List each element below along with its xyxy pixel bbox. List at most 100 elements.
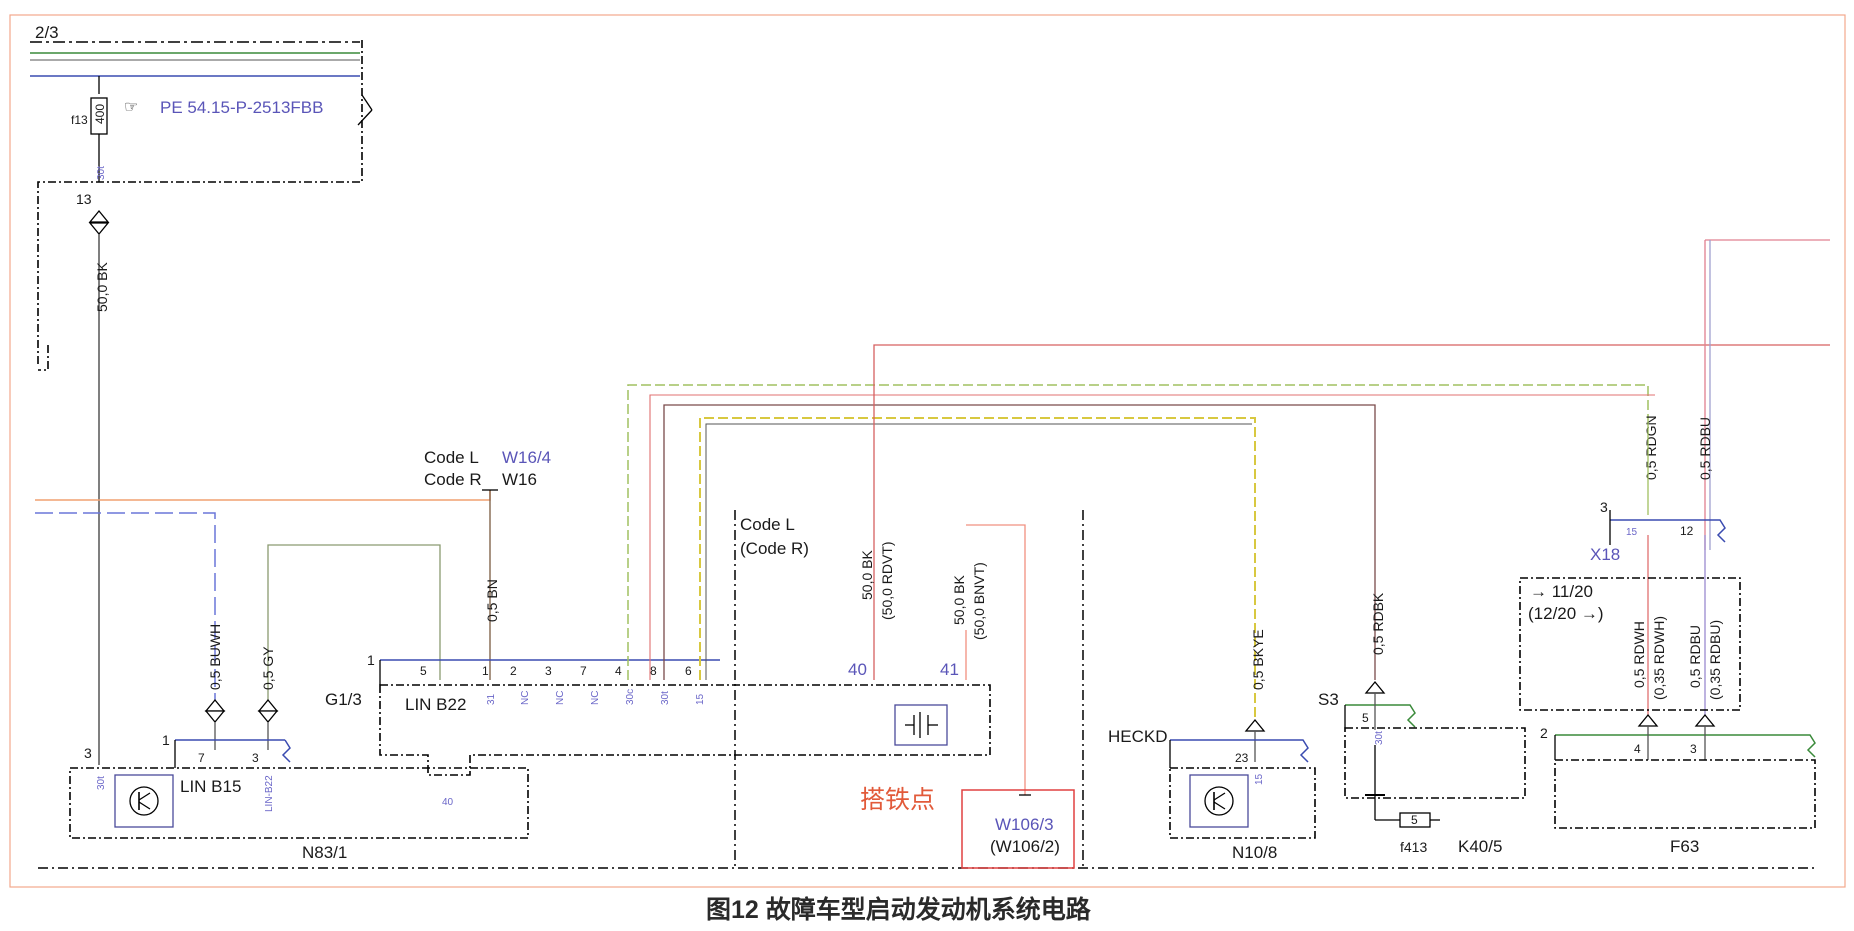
- connector-gy-down: [257, 710, 279, 724]
- connector-gy-up: [257, 698, 279, 712]
- wire-black-yellow: [699, 417, 1256, 720]
- hand-pointer-icon: ☞: [124, 99, 138, 116]
- wire-05buwh-label: 0,5 BUWH: [207, 624, 223, 690]
- svg-text:400: 400: [93, 104, 107, 124]
- connector-13-down: [88, 222, 110, 236]
- f63-pin3: 3: [1690, 742, 1697, 756]
- f63-pin4: 4: [1634, 742, 1641, 756]
- svg-text:7: 7: [580, 664, 587, 678]
- wire-05rdwh-label-1: 0,5 RDWH: [1631, 621, 1647, 688]
- svg-text:6: 6: [685, 664, 692, 678]
- wire-orange-w16: [35, 490, 491, 501]
- svg-text:PE 54.15-P-2513FBB: PE 54.15-P-2513FBB: [160, 98, 323, 117]
- code-l-label: Code L: [424, 448, 479, 467]
- g13-pin40: 40: [848, 660, 867, 679]
- battery-icon: [894, 704, 948, 746]
- ground-point-label: 搭铁点: [860, 786, 935, 814]
- connector-13-up: [88, 209, 110, 223]
- g13-pin-numbers: 5 1 2 3 7 4 8 6: [420, 664, 692, 678]
- b15-pin-lin: LIN-B22: [264, 775, 275, 812]
- n83-1-ref: N83/1: [302, 843, 347, 862]
- wire-05bkye-label: 0,5 BKYE: [1250, 629, 1266, 690]
- transistor-icon: [1204, 786, 1234, 816]
- g13-module: [379, 684, 991, 776]
- connector-f63-3: [1694, 713, 1716, 727]
- b15-pin30t: 30t: [96, 776, 107, 790]
- sheet-ref: 2/3: [35, 23, 59, 42]
- ground-point-box: [961, 789, 1075, 869]
- svg-text:30c: 30c: [625, 689, 636, 705]
- g13-pin40b: 40: [442, 797, 454, 808]
- svg-text:1: 1: [162, 732, 170, 748]
- n10-8-module: [1169, 767, 1316, 839]
- code-r-right: (Code R): [740, 539, 809, 558]
- g13-ref: G1/3: [325, 690, 362, 709]
- ground-ref-2: (W106/2): [990, 837, 1060, 856]
- wire-50bk-bnvt: [965, 524, 1026, 795]
- svg-text:5: 5: [420, 664, 427, 678]
- svg-text:2: 2: [510, 664, 517, 678]
- f63-pin2: 2: [1540, 725, 1548, 741]
- wire-red-black: [663, 404, 1376, 680]
- pe-reference: ☞ PE 54.15-P-2513FBB: [124, 98, 323, 117]
- svg-text:4: 4: [615, 664, 622, 678]
- fuse-f413-name: f413: [1400, 839, 1427, 855]
- s3-sub: 30t: [1374, 731, 1385, 745]
- w16-4-label: W16/4: [502, 448, 551, 467]
- svg-text:3: 3: [545, 664, 552, 678]
- n83-1-module: [69, 767, 529, 839]
- svg-text:30t: 30t: [96, 166, 107, 180]
- wire-50bk-bnvt-label-1: 50,0 BK: [951, 575, 967, 625]
- g13-pin1: 1: [367, 652, 375, 668]
- svg-text:NC: NC: [555, 691, 566, 705]
- wire-05gy-label: 0,5 GY: [260, 646, 276, 690]
- svg-text:NC: NC: [520, 691, 531, 705]
- f63-connector-bar: [1555, 734, 1816, 758]
- w16-label: W16: [502, 470, 537, 489]
- wire-05rdbu-b-label-1: 0,5 RDBU: [1687, 625, 1703, 688]
- lin-b15-label: LIN B15: [180, 777, 241, 796]
- wire-05rdgn-label: 0,5 RDGN: [1643, 415, 1659, 480]
- connector-bkye: [1244, 718, 1266, 732]
- s3-pin5: 5: [1362, 711, 1369, 725]
- wire-50bk-rdvt-label-2: (50,0 RDVT): [879, 541, 895, 620]
- code-l-right: Code L: [740, 515, 795, 534]
- top-bus: [30, 41, 360, 77]
- x18-ref: X18: [1590, 545, 1620, 564]
- x18-pin3: 3: [1600, 499, 1608, 515]
- wire-05rdbk-label: 0,5 RDBK: [1370, 592, 1386, 655]
- wire-05gy: [267, 544, 441, 700]
- connector-13-label: 13: [76, 191, 92, 207]
- x18-connector-bar: [1610, 519, 1726, 543]
- fuse-f413-val: 5: [1411, 813, 1418, 827]
- svg-text:15: 15: [695, 693, 706, 705]
- wire-50bk-bnvt-label-2: (50,0 BNVT): [971, 562, 987, 640]
- g13-pin-subs: 31 NC NC NC 30c 30t 15: [486, 689, 706, 705]
- ref-11-20: → 11/20: [1530, 582, 1593, 601]
- ref-11-20-box: [1519, 577, 1741, 711]
- wire-green-yellow-dashed: [627, 384, 1649, 680]
- svg-text:3: 3: [252, 751, 259, 765]
- code-r-label: Code R: [424, 470, 482, 489]
- f63-ref: F63: [1670, 837, 1699, 856]
- transistor-n10-8-box: [1189, 774, 1249, 828]
- wire-50bk-rdvt-label-1: 50,0 BK: [859, 550, 875, 600]
- b15-pin3-left: 3: [84, 745, 92, 761]
- connector-buwh-down: [204, 710, 226, 724]
- connector-rdbk: [1364, 680, 1386, 694]
- lin-b22-label: LIN B22: [405, 695, 466, 714]
- transistor-b15-box: [114, 774, 174, 828]
- k40-5-ref: K40/5: [1458, 837, 1502, 856]
- ref-12-20: (12/20 →): [1528, 604, 1604, 623]
- n10-8-sub: 15: [1254, 773, 1265, 785]
- wire-05rdwh-label-2: (0,35 RDWH): [1651, 616, 1667, 700]
- svg-text:30t: 30t: [660, 691, 671, 705]
- svg-text:8: 8: [650, 664, 657, 678]
- wire-05rdbu-b-label-2: (0,35 RDBU): [1707, 620, 1723, 700]
- sheet-border: [9, 14, 1846, 888]
- k40-5-module: [1344, 727, 1526, 799]
- x18-pin15: 15: [1626, 527, 1638, 538]
- svg-text:31: 31: [486, 693, 497, 705]
- wire-50bk-rdvt: [873, 344, 1830, 680]
- n10-8-pin23: 23: [1235, 751, 1249, 765]
